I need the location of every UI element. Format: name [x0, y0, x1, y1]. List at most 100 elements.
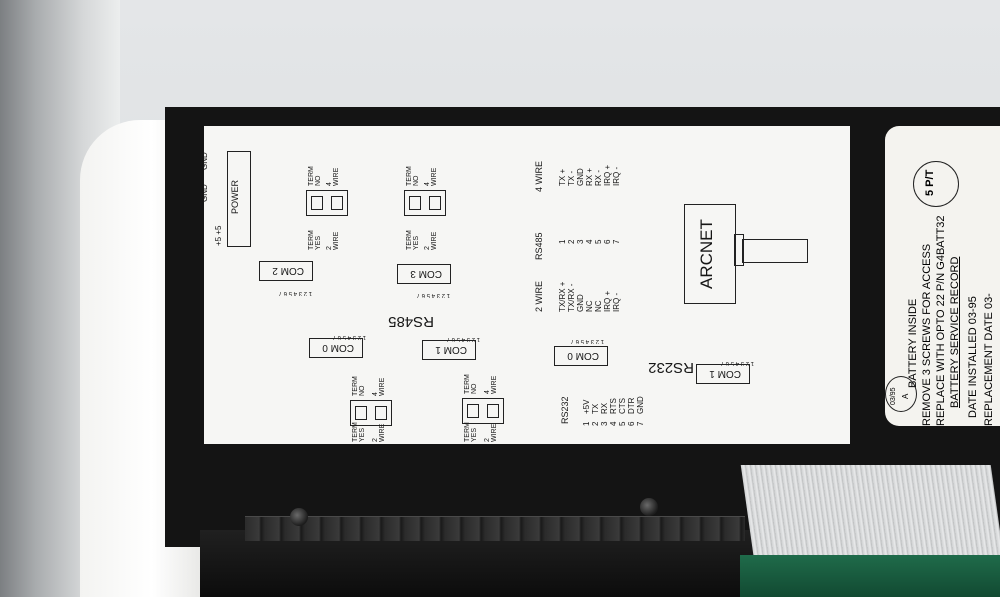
battery-line-2: REMOVE 3 SCREWS FOR ACCESS	[921, 243, 933, 426]
rs485-row-2wire: IRQ +	[603, 290, 612, 312]
rs232-com1-label: COM 1	[709, 368, 741, 379]
rs485-row-4wire: RX +	[585, 167, 594, 186]
com0-box: COM 0	[309, 338, 363, 358]
rs485-row-pin: 1	[558, 239, 567, 244]
rs485-row-pin: 6	[603, 239, 612, 244]
com1-label: COM 1	[435, 344, 467, 355]
rs485-row-2wire: GND	[576, 294, 585, 312]
rs232-title: RS232	[648, 359, 694, 376]
term-no-label-4: TERM NO	[464, 374, 478, 394]
four-wire-label-3: 4 WIRE	[372, 377, 386, 396]
arcnet-label: ARCNET	[697, 219, 716, 289]
arcnet-connector	[742, 239, 808, 263]
rs232-row-signal: TX	[591, 403, 600, 414]
date-stamp: 03/95 A	[885, 376, 917, 412]
battery-line-5: DATE INSTALLED 03-95	[967, 296, 979, 418]
arcnet-connector-neck	[734, 234, 744, 266]
term-no-label: TERM NO	[308, 166, 322, 186]
battery-line-3: REPLACE WITH OPTO 22 P/N G4BATT32	[935, 215, 947, 426]
term-yes-label-4: TERM YES	[464, 422, 478, 442]
com2-pins: 1 2 3 4 5 6 7	[278, 290, 312, 296]
com2-box: COM 2	[259, 261, 313, 281]
rs485-row-pin: 5	[594, 239, 603, 244]
date-stamp-letter: A	[901, 393, 910, 399]
battery-line-1: BATTERY INSIDE	[907, 298, 919, 388]
rs232-row-signal: CTS	[618, 398, 627, 414]
rs232-row-signal: RX	[600, 402, 609, 414]
rs232-row-pin: 5	[618, 421, 627, 426]
rs485-row-2wire: TX/RX +	[558, 281, 567, 312]
rs232-row-signal: +5V	[582, 399, 591, 414]
term-no-label-3: TERM NO	[352, 376, 366, 396]
hinge	[245, 516, 745, 541]
rs485-row-pin: 3	[576, 239, 585, 244]
two-wire-label: 2 WIRE	[326, 231, 340, 250]
term-yes-label: TERM YES	[308, 230, 322, 250]
term-no-label-2: TERM NO	[406, 166, 420, 186]
rs232-row-signal: GND	[636, 396, 645, 414]
term-jumper-com3	[404, 190, 446, 216]
power-gnd-2: GND	[200, 152, 209, 170]
term-jumper-com1	[462, 398, 504, 424]
rs485-row-4wire: TX +	[558, 168, 567, 186]
four-wire-label-4: 4 WIRE	[484, 375, 498, 394]
rs232-row-pin: 3	[600, 421, 609, 426]
arcnet-box: ARCNET	[684, 204, 736, 304]
screw-right	[640, 498, 658, 516]
rs485-header: RS485	[534, 232, 544, 260]
battery-sticker: 5 P/T BATTERY INSIDE REMOVE 3 SCREWS FOR…	[885, 126, 1000, 426]
screw-left	[290, 508, 308, 526]
circuit-board	[740, 555, 1000, 597]
rs232-row-signal: RTS	[609, 398, 618, 414]
com2-label: COM 2	[272, 265, 304, 276]
com3-pins: 1 2 3 4 5 6 7	[416, 292, 450, 298]
com0-label: COM 0	[322, 342, 354, 353]
rs485-row-4wire: IRQ -	[612, 166, 621, 186]
term-yes-label-2: TERM YES	[406, 230, 420, 250]
rs232-row-pin: 4	[609, 421, 618, 426]
rs485-row-2wire: NC	[585, 300, 594, 312]
rs232-header: RS232	[560, 396, 570, 424]
date-stamp-text: 03/95	[890, 387, 897, 405]
logo-seal: 5 P/T	[913, 161, 959, 207]
rs232-row-signal: DTR	[627, 397, 636, 414]
rs485-row-4wire: GND	[576, 168, 585, 186]
battery-line-4: BATTERY SERVICE RECORD	[949, 256, 961, 408]
rs232-row-pin: 7	[636, 421, 645, 426]
rs232-com0-pins: 1 2 3 4 5 6 7	[570, 338, 604, 344]
rs485-row-2wire: IRQ -	[612, 292, 621, 312]
rs485-row-pin: 2	[567, 239, 576, 244]
term-yes-label-3: TERM YES	[352, 422, 366, 442]
four-wire-label: 4 WIRE	[326, 167, 340, 186]
four-wire-label-2: 4 WIRE	[424, 167, 438, 186]
power-box: POWER	[227, 151, 251, 247]
rs232-com1-box: COM 1	[696, 364, 750, 384]
rs485-row-2wire: TX/RX -	[567, 283, 576, 312]
rs232-row-pin: 2	[591, 421, 600, 426]
rs485-row-2wire: NC	[594, 300, 603, 312]
port-label: POWER +5 +5 GND GND TERM NO 4 WIRE TERM …	[200, 126, 850, 444]
com3-box: COM 3	[397, 264, 451, 284]
rs485-row-pin: 4	[585, 239, 594, 244]
power-pin-label: +5 +5	[214, 225, 223, 246]
power-gnd-1: GND	[200, 184, 209, 202]
battery-line-6: REPLACEMENT DATE 03-	[983, 293, 995, 426]
rs232-com0-box: COM 0	[554, 346, 608, 366]
rs232-row-pin: 6	[627, 421, 636, 426]
term-jumper-com0	[350, 400, 392, 426]
rs485-row-pin: 7	[612, 239, 621, 244]
power-title: POWER	[230, 179, 240, 214]
rs232-row-pin: 1	[582, 421, 591, 426]
term-jumper-com2	[306, 190, 348, 216]
rs485-4wire-header: 4 WIRE	[534, 160, 544, 192]
rs485-row-4wire: TX -	[567, 170, 576, 186]
two-wire-label-4: 2 WIRE	[484, 423, 498, 442]
com3-label: COM 3	[410, 268, 442, 279]
logo-text: 5 P/T	[924, 169, 936, 196]
rs485-title: RS485	[388, 313, 434, 330]
two-wire-label-3: 2 WIRE	[372, 423, 386, 442]
com1-box: COM 1	[422, 340, 476, 360]
rs232-com0-label: COM 0	[567, 350, 599, 361]
rs485-row-4wire: RX -	[594, 170, 603, 186]
rs485-row-4wire: IRQ +	[603, 164, 612, 186]
